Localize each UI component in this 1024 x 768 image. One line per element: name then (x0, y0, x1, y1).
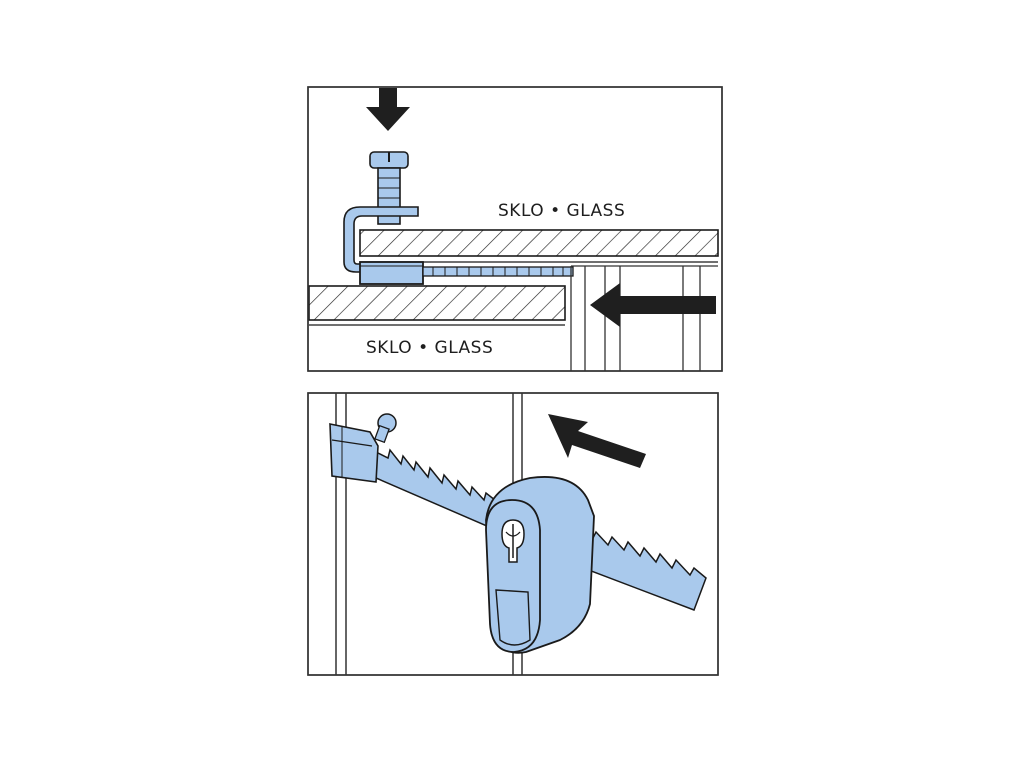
top-panel-frame (307, 86, 723, 372)
lock-cam (495, 589, 531, 646)
bottom-glass-label: SKLO • GLASS (366, 338, 493, 358)
lower-glass-pane (308, 285, 566, 321)
left-arrow-icon (590, 283, 716, 327)
top-glass-label: SKLO • GLASS (498, 201, 625, 221)
upper-glass-pane (359, 229, 719, 257)
ratchet-bar-right (575, 527, 707, 611)
diagonal-arrow-icon (548, 414, 646, 468)
bottom-panel (307, 392, 719, 676)
down-arrow-icon (366, 88, 410, 131)
top-panel: SKLO • GLASS SKLO • GLASS (307, 86, 723, 372)
ratchet-strip (422, 266, 574, 277)
lock-block (359, 261, 424, 285)
clamp-bracket (329, 423, 379, 483)
